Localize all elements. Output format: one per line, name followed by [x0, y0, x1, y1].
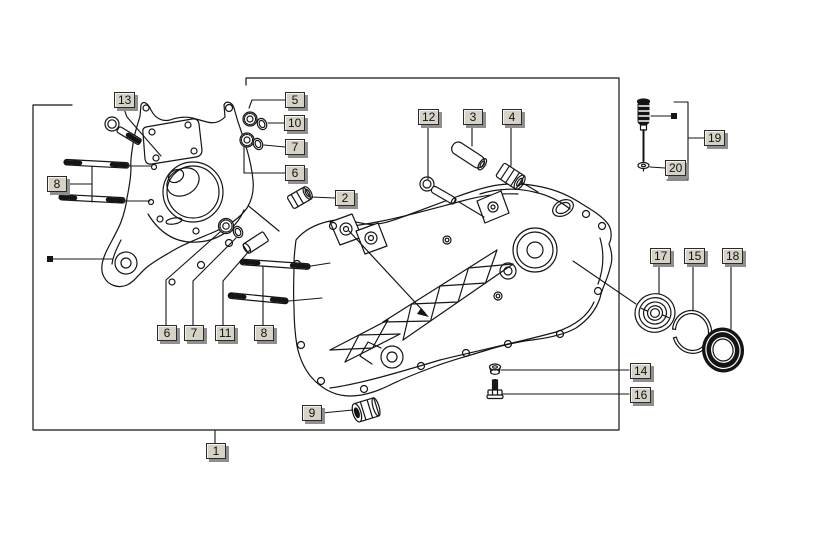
leader-lines	[47, 99, 732, 444]
stud-8-bottom-a	[239, 258, 311, 270]
callout-7: 7	[285, 139, 305, 155]
screw-12	[419, 176, 457, 205]
oring-7-lower	[232, 225, 244, 239]
nut-5	[242, 111, 258, 127]
callout-12: 12	[418, 109, 440, 125]
callout-6: 6	[285, 165, 305, 181]
callout-1: 1	[206, 443, 226, 459]
dowel-3	[451, 141, 488, 171]
callout-14: 14	[630, 363, 652, 379]
bush-4	[495, 162, 526, 190]
callout-4: 4	[502, 109, 522, 125]
circlip-15	[671, 309, 713, 354]
callout-13: 13	[114, 92, 136, 108]
right-crankcase-half	[205, 170, 613, 397]
callout-8: 8	[254, 325, 274, 341]
callout-17: 17	[650, 248, 672, 264]
cap-14	[488, 363, 502, 375]
callout-16: 16	[630, 387, 652, 403]
callout-7: 7	[184, 325, 204, 341]
oring-7-upper	[252, 137, 264, 151]
callout-3: 3	[463, 109, 483, 125]
stud-8-bottom-b	[227, 292, 289, 305]
callout-18: 18	[722, 248, 744, 264]
tool-19	[636, 98, 651, 172]
bearing-17	[634, 293, 676, 333]
stud-8-upper	[63, 158, 130, 169]
pointer-square-tool	[671, 113, 677, 119]
callout-15: 15	[684, 248, 706, 264]
bushing-9	[351, 397, 381, 423]
callout-6: 6	[157, 325, 177, 341]
drain-bolt-16	[486, 379, 504, 400]
spacer-2	[286, 186, 313, 209]
nut-6-lower	[217, 217, 235, 235]
nut-6-upper	[239, 132, 255, 148]
callout-20: 20	[665, 160, 687, 176]
assembly-boundary	[32, 77, 620, 431]
bolt-13	[104, 116, 142, 145]
callout-11: 11	[215, 325, 236, 341]
callout-9: 9	[302, 405, 322, 421]
pointer-square-left	[47, 256, 53, 262]
callout-5: 5	[285, 92, 305, 108]
callout-8: 8	[47, 176, 67, 192]
oring-10	[256, 117, 268, 131]
washer-20	[637, 161, 650, 172]
callout-2: 2	[335, 190, 355, 206]
oil-seal-18	[701, 327, 745, 373]
callout-19: 19	[704, 130, 726, 146]
dowel-pin-11	[242, 231, 269, 254]
callout-10: 10	[284, 115, 306, 131]
